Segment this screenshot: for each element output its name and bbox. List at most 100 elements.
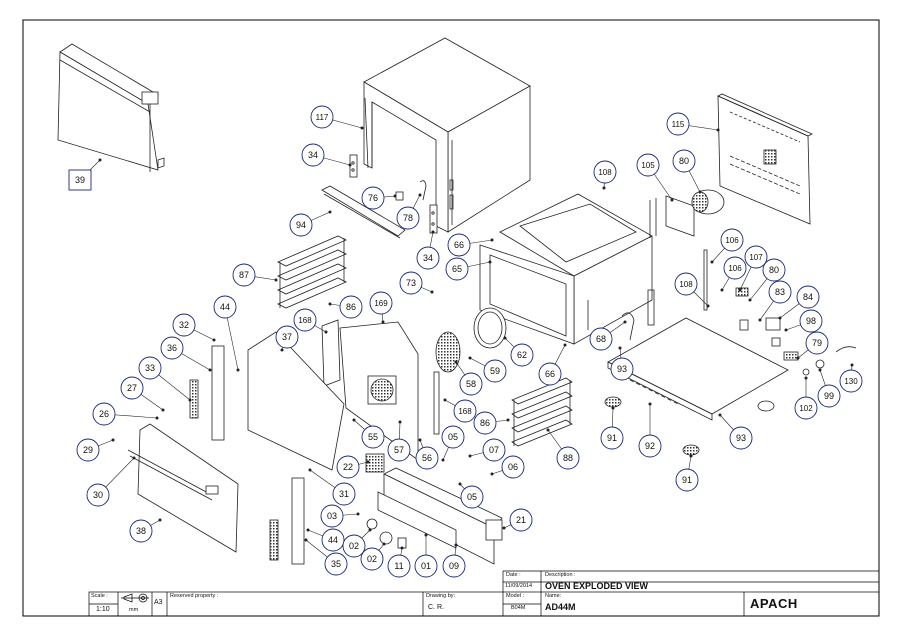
callout-circle — [723, 256, 747, 280]
callout-circle — [342, 534, 366, 558]
callout-number: 108 — [679, 280, 693, 289]
callout-number: 27 — [127, 383, 137, 393]
callout-99: 99 — [817, 384, 841, 408]
callout-number: 02 — [367, 554, 377, 564]
callout-circle — [310, 105, 334, 129]
callout-05: 05 — [460, 485, 484, 509]
callout-circle — [799, 309, 823, 333]
name-label: Name: — [545, 593, 562, 599]
callout-number: 59 — [490, 366, 500, 376]
callout-number: 66 — [545, 369, 555, 379]
callout-number: 31 — [339, 489, 349, 499]
callout-79: 79 — [805, 331, 829, 355]
leader-tip — [360, 126, 364, 130]
callout-29: 29 — [76, 438, 100, 462]
callout-93: 93 — [729, 426, 753, 450]
leader-tip — [381, 320, 385, 324]
description-value: OVEN EXPLODED VIEW — [545, 581, 649, 591]
callout-circle — [510, 343, 534, 367]
callout-circle — [600, 426, 624, 450]
leader-tip — [796, 356, 800, 360]
callout-number: 68 — [596, 334, 606, 344]
leader-tip — [758, 318, 762, 322]
callout-07: 07 — [482, 438, 506, 462]
leader-tip — [804, 376, 808, 380]
callout-80: 80 — [762, 258, 786, 282]
callout-circle — [482, 438, 506, 462]
leader-tip — [468, 454, 472, 458]
callout-78: 78 — [396, 206, 420, 230]
callout-106: 106 — [723, 256, 747, 280]
callout-number: 98 — [806, 316, 816, 326]
date-value: 11/09/2014 — [505, 583, 533, 589]
callout-30: 30 — [86, 483, 110, 507]
parts-linework — [57, 37, 857, 565]
callout-number: 29 — [83, 445, 93, 455]
callout-76: 76 — [361, 186, 385, 210]
callout-circle — [320, 504, 344, 528]
callout-circle — [387, 438, 411, 462]
callout-06: 06 — [501, 455, 525, 479]
callout-circle — [416, 246, 440, 270]
callout-35: 35 — [324, 552, 348, 576]
scale-label: Scale : — [91, 593, 108, 599]
leader-tip — [352, 418, 356, 422]
part-rack-left — [277, 235, 347, 309]
callout-107: 107 — [744, 245, 768, 269]
callout-number: 130 — [844, 377, 858, 386]
callout-09: 09 — [442, 554, 466, 578]
leader-tip — [506, 418, 510, 422]
callout-number: 84 — [803, 292, 813, 302]
callout-33: 33 — [138, 356, 162, 380]
leader-tip — [490, 472, 494, 476]
callout-circle — [232, 263, 256, 287]
leader-tip — [490, 238, 494, 242]
leader-tip — [400, 546, 404, 550]
callout-circle — [483, 359, 507, 383]
callout-62: 62 — [510, 343, 534, 367]
callout-number: 102 — [799, 404, 813, 413]
callout-number: 91 — [682, 475, 692, 485]
callout-number: 35 — [331, 559, 341, 569]
leader-tip — [443, 398, 447, 402]
leader-tip — [488, 260, 492, 264]
callout-number: 83 — [775, 287, 785, 297]
part-back-panel — [717, 93, 813, 225]
leader-tip — [418, 438, 422, 442]
callout-circle — [301, 143, 325, 167]
drawing-by-label: Drawing by: — [426, 593, 456, 599]
callout-circle — [332, 482, 356, 506]
callout-number: 34 — [423, 253, 433, 263]
callout-circle — [324, 552, 348, 576]
callout-58: 58 — [459, 372, 483, 396]
callout-circle — [839, 369, 863, 393]
callout-86: 86 — [473, 411, 497, 435]
callout-57: 57 — [387, 438, 411, 462]
callout-circle — [729, 426, 753, 450]
callout-number: 99 — [824, 391, 834, 401]
leader-tip — [212, 338, 216, 342]
leader-tip — [308, 468, 312, 472]
callout-number: 79 — [812, 338, 822, 348]
callout-circle — [442, 554, 466, 578]
callout-number: 44 — [328, 535, 338, 545]
leader-tip — [698, 190, 702, 194]
callout-number: 107 — [749, 253, 763, 262]
callout-number: 33 — [145, 363, 155, 373]
callout-circle — [638, 434, 662, 458]
callout-number: 11 — [394, 561, 403, 571]
leader-tip — [454, 543, 458, 547]
scale-value: 1:10 — [96, 606, 110, 613]
callout-number: 62 — [517, 350, 527, 360]
callout-circle — [720, 228, 744, 252]
callout-circle — [762, 258, 786, 282]
leader-tip — [324, 330, 328, 334]
leader-tip — [716, 128, 720, 132]
leader-tip — [441, 458, 445, 462]
leader-tip — [304, 538, 308, 542]
leader-tip — [602, 186, 606, 190]
leader-tip — [431, 230, 435, 234]
callout-number: 05 — [467, 492, 477, 502]
callout-circle — [415, 446, 439, 470]
